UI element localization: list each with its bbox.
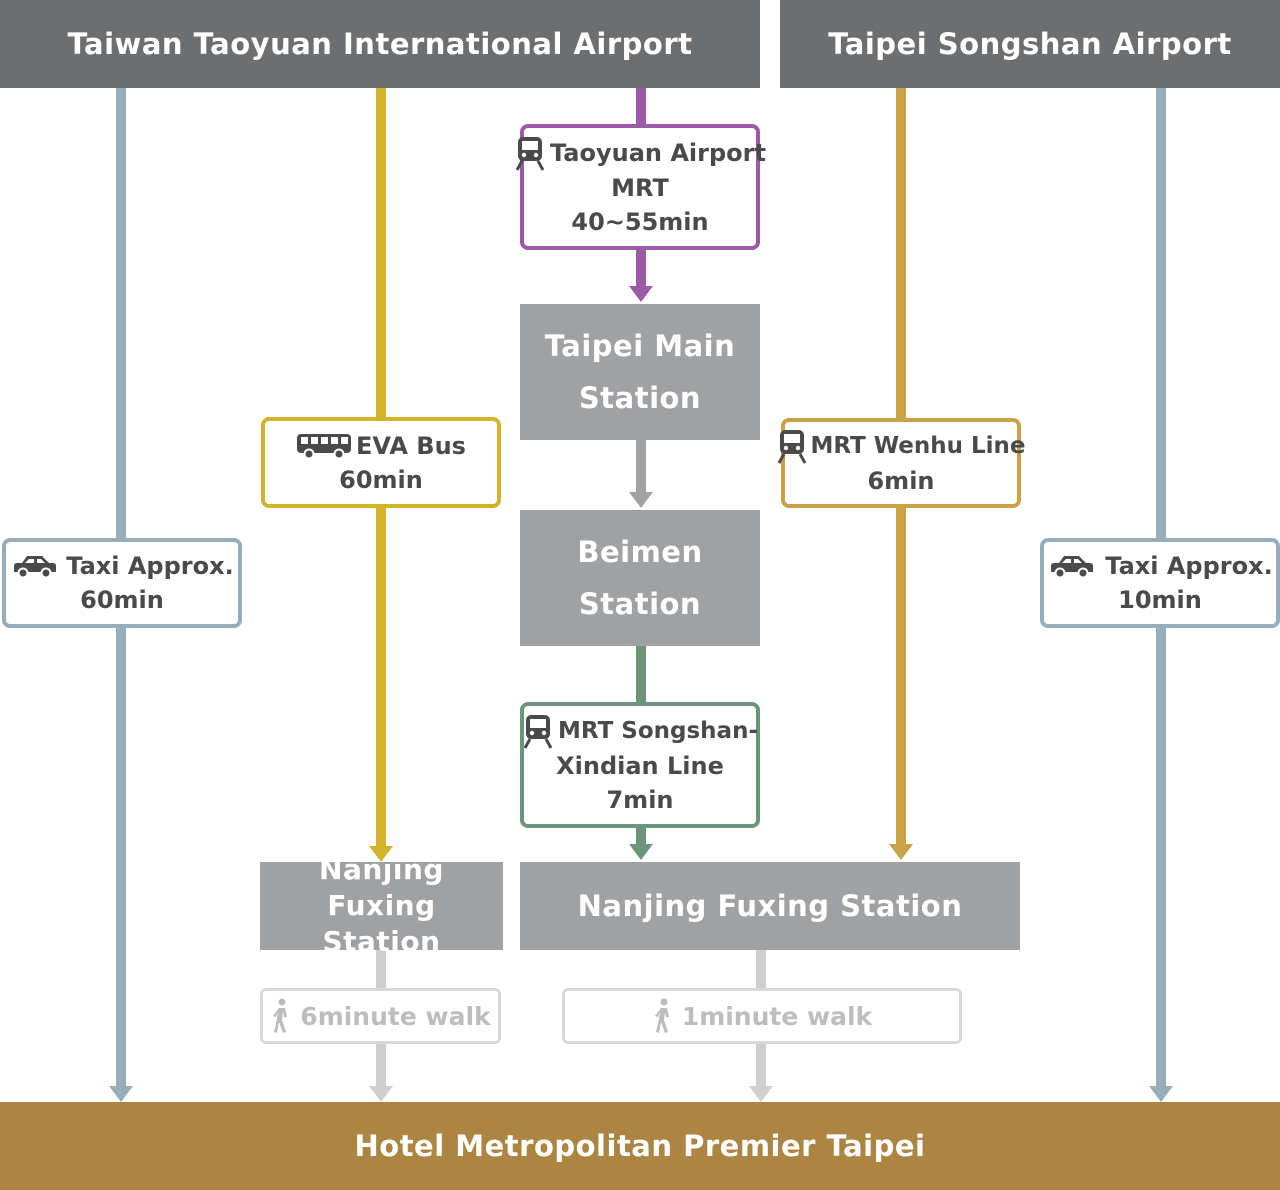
nanjing-left-label-1: Nanjing Fuxing [319,853,444,922]
train-icon [776,428,808,464]
destination-hotel-banner: Hotel Metropolitan Premier Taipei [0,1102,1280,1190]
nanjing-fuxing-mrt-station: Nanjing Fuxing Station [520,862,1020,950]
eva-bus-box: EVA Bus 60min [261,417,501,508]
taxi-songshan-arrow [1149,1086,1173,1102]
songshan-airport-header: Taipei Songshan Airport [780,0,1280,88]
taipei-main-label-1: Taipei Main [544,329,736,363]
taoyuan-mrt-label-1: Taoyuan Airport [550,139,766,167]
taipei-main-label-2: Station [578,381,702,415]
taoyuan-airport-mrt-box: Taoyuan Airport MRT 40~55min [515,124,766,250]
walk-right-box: 1minute walk [562,988,962,1044]
taxi-songshan-time: 10min [1118,586,1202,614]
walk-left-box: 6minute walk [260,988,501,1044]
nanjing-left-label-2: Station [322,925,441,958]
taxi-taoyuan-arrow [109,1086,133,1102]
taoyuan-airport-title: Taiwan Taoyuan International Airport [67,27,693,61]
main-to-beimen-arrow [629,492,653,508]
songshan-xindian-label-1: MRT Songshan- [558,718,758,744]
taipei-main-station: Taipei Main Station [520,304,760,440]
walk-left-arrow [369,1086,393,1102]
taoyuan-airport-header: Taiwan Taoyuan International Airport [0,0,760,88]
beimen-station: Beimen Station [520,510,760,646]
destination-hotel-name: Hotel Metropolitan Premier Taipei [354,1129,926,1163]
taxi-songshan-box: Taxi Approx. 10min [1040,538,1280,628]
taxi-taoyuan-time: 60min [80,586,164,614]
walk-left-label: 6minute walk [300,1001,491,1031]
eva-bus-time: 60min [339,465,423,494]
walking-person-icon [652,998,674,1034]
main-to-beimen-line [636,440,646,494]
nanjing-right-label: Nanjing Fuxing Station [577,889,963,923]
taoyuan-mrt-time: 40~55min [571,208,709,236]
wenhu-label: MRT Wenhu Line [810,433,1026,459]
bus-icon [296,432,352,460]
songshan-xindian-time: 7min [606,786,674,814]
songshan-xindian-label-2: Xindian Line [556,752,724,780]
taxi-icon [10,552,58,580]
wenhu-line-box: MRT Wenhu Line 6min [778,418,1026,508]
taoyuan-mrt-label-2: MRT [611,174,669,202]
taxi-songshan-label: Taxi Approx. [1105,552,1273,580]
eva-bus-label: EVA Bus [356,431,466,460]
nanjing-fuxing-bus-station: Nanjing Fuxing Station [260,853,503,958]
airport-mrt-arrow [629,286,653,302]
beimen-label-2: Station [578,587,702,621]
songshan-xindian-arrow [629,844,653,860]
eva-bus-arrow [369,846,393,862]
walking-person-icon [270,998,292,1034]
beimen-label-1: Beimen [577,535,703,569]
train-icon [522,713,554,749]
wenhu-time: 6min [867,467,935,495]
taxi-icon [1047,552,1095,580]
songshan-xindian-box: MRT Songshan- Xindian Line 7min [520,702,760,828]
songshan-airport-title: Taipei Songshan Airport [828,27,1232,61]
wenhu-arrow [889,844,913,860]
walk-right-label: 1minute walk [681,1001,873,1031]
taxi-taoyuan-label: Taxi Approx. [66,552,234,580]
walk-right-arrow [749,1086,773,1102]
train-icon [514,135,546,171]
taxi-taoyuan-box: Taxi Approx. 60min [2,538,242,628]
